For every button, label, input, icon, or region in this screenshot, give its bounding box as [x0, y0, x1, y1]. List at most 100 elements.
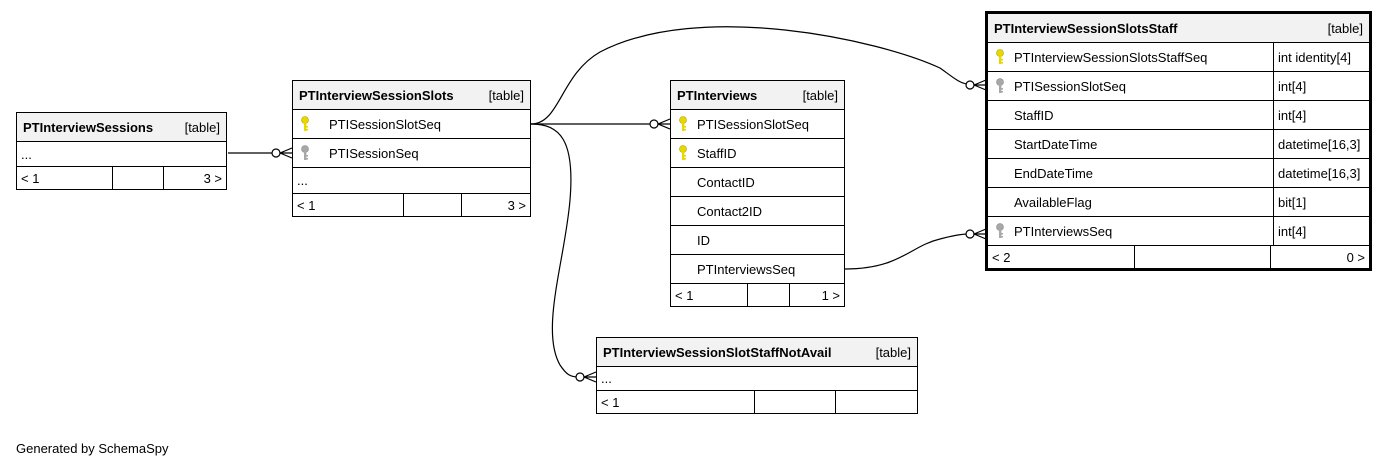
table-header: PTInterviewSessions [table]: [17, 113, 226, 142]
footer-children[interactable]: [836, 391, 917, 413]
column-name: PTISessionSeq: [329, 145, 419, 161]
table-type-label: [table]: [1327, 20, 1363, 36]
table-footer: < 1 3 >: [293, 194, 530, 216]
table-type-label: [table]: [488, 87, 524, 103]
footer-children[interactable]: 3 >: [507, 197, 526, 213]
column-name: StaffID: [697, 145, 737, 161]
crows-foot: [973, 79, 987, 91]
column-row[interactable]: PTISessionSlotSeq: [671, 110, 844, 139]
footer-children[interactable]: 3 >: [203, 170, 222, 186]
column-name: Contact2ID: [697, 203, 763, 219]
table-type-label: [table]: [875, 344, 911, 360]
relationship-slots-staff: [530, 26, 969, 125]
column-name: ID: [697, 232, 710, 248]
table-body: ...: [293, 168, 530, 194]
primary-key-icon: [671, 116, 695, 132]
relationship-interviews-staff: [844, 233, 969, 270]
column-row[interactable]: PTISessionSlotSeq: [293, 110, 530, 139]
table-footer: < 1: [597, 391, 917, 413]
table-header: PTInterviewSessionSlots [table]: [293, 81, 530, 110]
ellipsis: ...: [21, 146, 32, 162]
footer-parents[interactable]: < 1: [17, 167, 113, 189]
footer-middle: [113, 167, 164, 189]
column-type: int[4]: [1278, 223, 1307, 239]
table-header: PTInterviewSessionSlotsStaff [table]: [988, 14, 1369, 43]
column-row[interactable]: ContactID: [671, 168, 844, 197]
footer-middle: [404, 194, 462, 216]
table-name: PTInterviewSessions: [23, 119, 154, 135]
table-footer: < 1 3 >: [17, 167, 226, 189]
column-type: int identity[4]: [1278, 49, 1351, 65]
table-type-label: [table]: [802, 87, 838, 103]
column-name: PTISessionSlotSeq: [697, 116, 810, 132]
table-body: ...: [597, 367, 917, 391]
table-pt-interviews[interactable]: PTInterviews [table] PTISessionSlotSeq S…: [670, 80, 845, 307]
ellipsis: ...: [297, 173, 308, 188]
optional-circle: [575, 372, 585, 382]
column-name: StaffID: [1012, 101, 1274, 129]
crows-foot: [279, 147, 293, 159]
foreign-key-icon: [988, 78, 1012, 94]
table-name: PTInterviewSessionSlotsStaff: [994, 20, 1178, 36]
optional-circle: [965, 80, 975, 90]
crows-foot: [973, 228, 987, 240]
column-type: int[4]: [1278, 78, 1307, 94]
primary-key-icon: [293, 116, 317, 132]
optional-circle: [649, 119, 659, 129]
optional-circle: [965, 229, 975, 239]
column-row[interactable]: PTInterviewsSeq: [671, 255, 844, 284]
table-pt-interview-sessions[interactable]: PTInterviewSessions [table] ... < 1 3 >: [16, 112, 227, 190]
footer-children[interactable]: 0 >: [1346, 249, 1365, 265]
column-name: PTInterviewSessionSlotsStaffSeq: [1012, 43, 1274, 71]
column-row[interactable]: StaffID: [671, 139, 844, 168]
foreign-key-icon: [988, 223, 1012, 239]
column-type: datetime[16,3]: [1278, 165, 1361, 181]
column-row[interactable]: EndDateTime datetime[16,3]: [988, 159, 1369, 188]
column-row[interactable]: ID: [671, 226, 844, 255]
column-name: StartDateTime: [1012, 130, 1274, 158]
table-type-label: [table]: [184, 119, 220, 135]
ellipsis: ...: [601, 371, 612, 386]
table-footer: < 1 1 >: [671, 284, 844, 306]
table-pt-interview-session-slots[interactable]: PTInterviewSessionSlots [table] PTISessi…: [292, 80, 531, 217]
foreign-key-icon: [293, 145, 317, 161]
column-row[interactable]: StaffID int[4]: [988, 101, 1369, 130]
column-type: int[4]: [1278, 107, 1307, 123]
crows-foot: [657, 118, 671, 130]
column-row[interactable]: PTISessionSlotSeq int[4]: [988, 72, 1369, 101]
column-row[interactable]: Contact2ID: [671, 197, 844, 226]
column-name: EndDateTime: [1012, 159, 1274, 187]
table-pt-interview-session-slot-staff-not-avail[interactable]: PTInterviewSessionSlotStaffNotAvail [tab…: [596, 337, 918, 414]
column-row[interactable]: AvailableFlag bit[1]: [988, 188, 1369, 217]
column-row[interactable]: PTInterviewSessionSlotsStaffSeq int iden…: [988, 43, 1369, 72]
relationship-slots-notavail: [530, 123, 579, 378]
footer-children[interactable]: 1 >: [821, 287, 840, 303]
table-body: ...: [17, 142, 226, 167]
primary-key-icon: [988, 49, 1012, 65]
table-header: PTInterviews [table]: [671, 81, 844, 110]
column-name: ContactID: [697, 174, 755, 190]
footer-parents[interactable]: < 2: [988, 246, 1135, 268]
footer-middle: [755, 391, 836, 413]
table-pt-interview-session-slots-staff[interactable]: PTInterviewSessionSlotsStaff [table] PTI…: [985, 11, 1372, 271]
footer-middle: [748, 284, 790, 306]
footer-parents[interactable]: < 1: [597, 391, 755, 413]
crows-foot: [583, 371, 597, 383]
column-name: PTISessionSlotSeq: [1012, 72, 1274, 100]
table-name: PTInterviews: [677, 87, 758, 103]
column-row[interactable]: PTInterviewsSeq int[4]: [988, 217, 1369, 246]
footer-parents[interactable]: < 1: [671, 284, 748, 306]
column-name: PTInterviewsSeq: [697, 261, 796, 277]
table-footer: < 2 0 >: [988, 246, 1369, 268]
column-name: PTInterviewsSeq: [1012, 217, 1274, 245]
column-name: AvailableFlag: [1012, 188, 1274, 216]
column-row[interactable]: StartDateTime datetime[16,3]: [988, 130, 1369, 159]
column-type: bit[1]: [1278, 194, 1307, 210]
footer-parents[interactable]: < 1: [293, 194, 404, 216]
footer-middle: [1135, 246, 1271, 268]
table-name: PTInterviewSessionSlotStaffNotAvail: [603, 344, 832, 360]
generator-credit: Generated by SchemaSpy: [16, 441, 169, 456]
table-header: PTInterviewSessionSlotStaffNotAvail [tab…: [597, 338, 917, 367]
column-row[interactable]: PTISessionSeq: [293, 139, 530, 168]
